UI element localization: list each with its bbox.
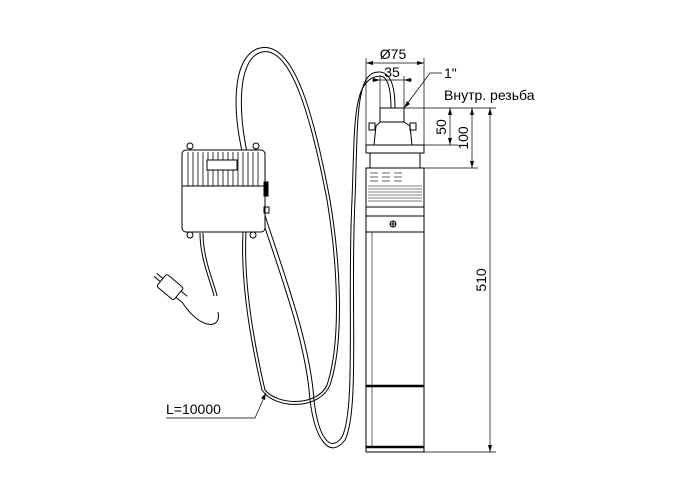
cable-length-label: L=10000 xyxy=(166,401,221,417)
control-box xyxy=(181,142,270,325)
thread-size-label: 1" xyxy=(444,65,457,81)
dim-100-label: 100 xyxy=(455,126,471,150)
pump-body xyxy=(365,107,425,453)
diameter-label: Ø75 xyxy=(380,46,407,62)
nut-width-label: 35 xyxy=(384,64,400,80)
dim-50-label: 50 xyxy=(433,119,449,135)
dimension-lines xyxy=(166,58,496,453)
thread-note-label: Внутр. резьба xyxy=(444,87,535,103)
arrowheads xyxy=(261,61,492,452)
power-plug xyxy=(153,272,188,303)
dim-510-label: 510 xyxy=(473,268,489,292)
